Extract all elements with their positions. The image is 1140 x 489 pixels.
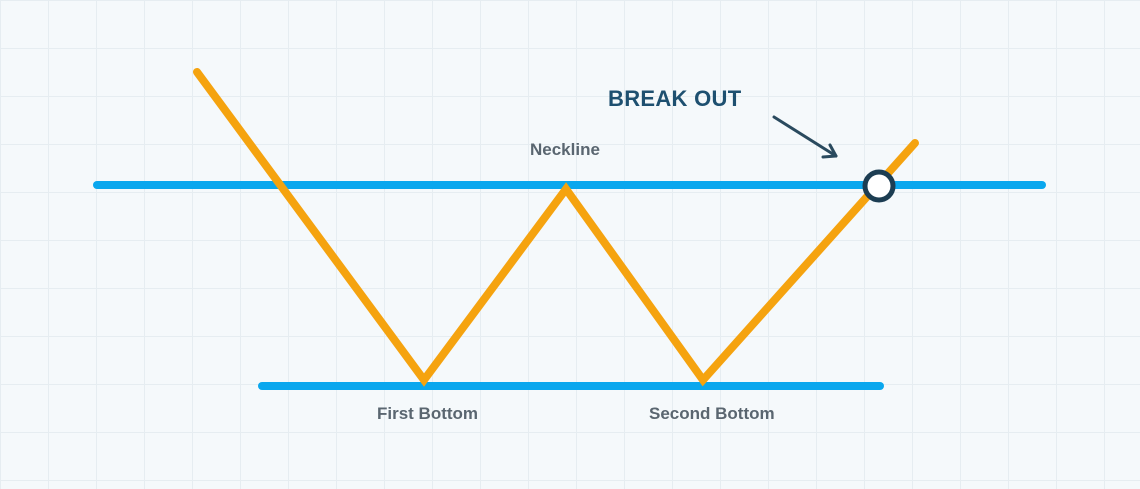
breakout-arrow	[772, 115, 838, 159]
breakout-label: BREAK OUT	[608, 86, 742, 111]
first-bottom-label: First Bottom	[377, 404, 479, 423]
breakout-marker	[862, 169, 896, 203]
neckline-label: Neckline	[530, 140, 600, 159]
price-path	[193, 68, 919, 387]
second-bottom-label: Second Bottom	[649, 404, 775, 423]
